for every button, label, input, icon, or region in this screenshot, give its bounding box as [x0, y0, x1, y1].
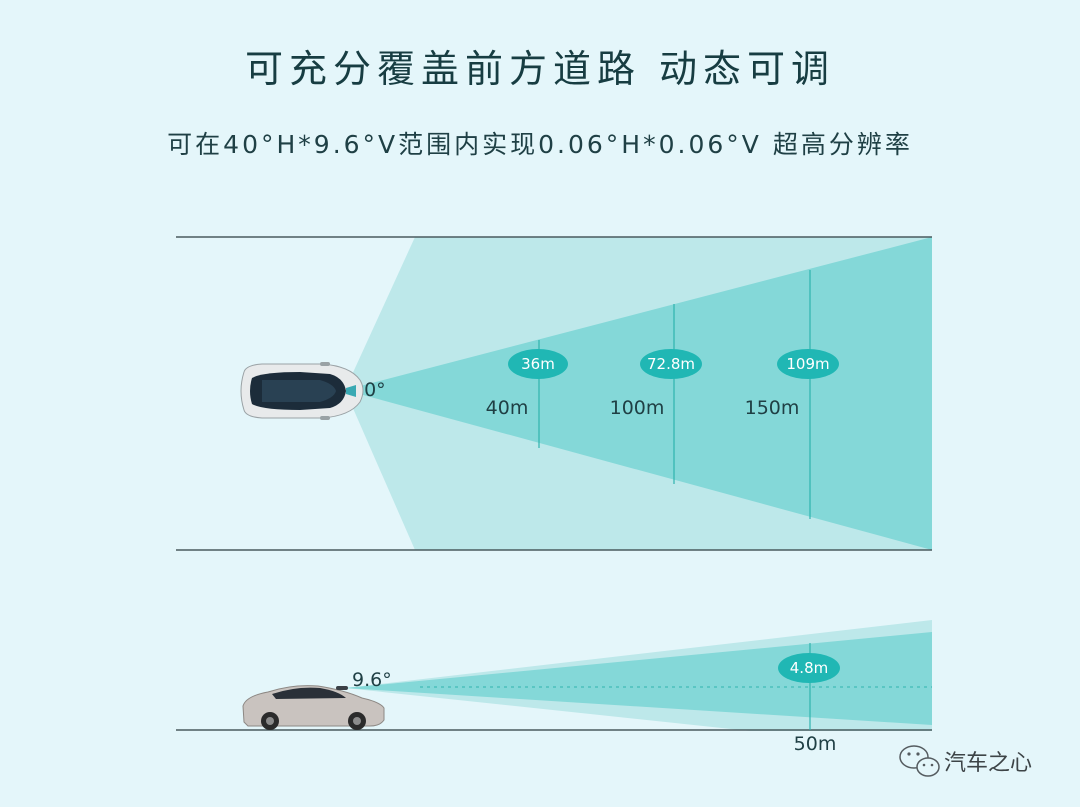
top-distance-label-2: 100m [610, 397, 665, 419]
top-width-label-3: 109m [786, 355, 829, 373]
top-width-pill-1 [508, 349, 568, 379]
top-width-pill-3 [777, 349, 839, 379]
car-top-view [240, 362, 364, 420]
side-height-pill [778, 653, 840, 683]
watermark-text: 汽车之心 [944, 751, 1032, 776]
side-view: 4.8m 50m 9.6° [176, 620, 932, 755]
car-side-view [242, 685, 385, 730]
top-width-label-1: 36m [521, 355, 555, 373]
side-fov-label: 9.6° [352, 669, 392, 691]
wechat-icon [899, 745, 940, 777]
watermark: 汽车之心 [899, 745, 1032, 777]
top-distance-label-3: 150m [745, 397, 800, 419]
side-inner-beam [345, 632, 932, 725]
page-subtitle: 可在40°H*9.6°V范围内实现0.06°H*0.06°V 超高分辨率 [167, 130, 913, 159]
top-width-label-2: 72.8m [647, 355, 695, 373]
side-distance-label: 50m [794, 733, 837, 755]
top-width-pill-2 [640, 349, 702, 379]
side-height-label: 4.8m [790, 659, 828, 677]
top-view: 36m 72.8m 109m 40m 100m 150m 40° [176, 236, 932, 551]
top-distance-label-1: 40m [486, 397, 529, 419]
page-title: 可充分覆盖前方道路 动态可调 [244, 47, 836, 91]
top-inner-beam [345, 237, 932, 550]
